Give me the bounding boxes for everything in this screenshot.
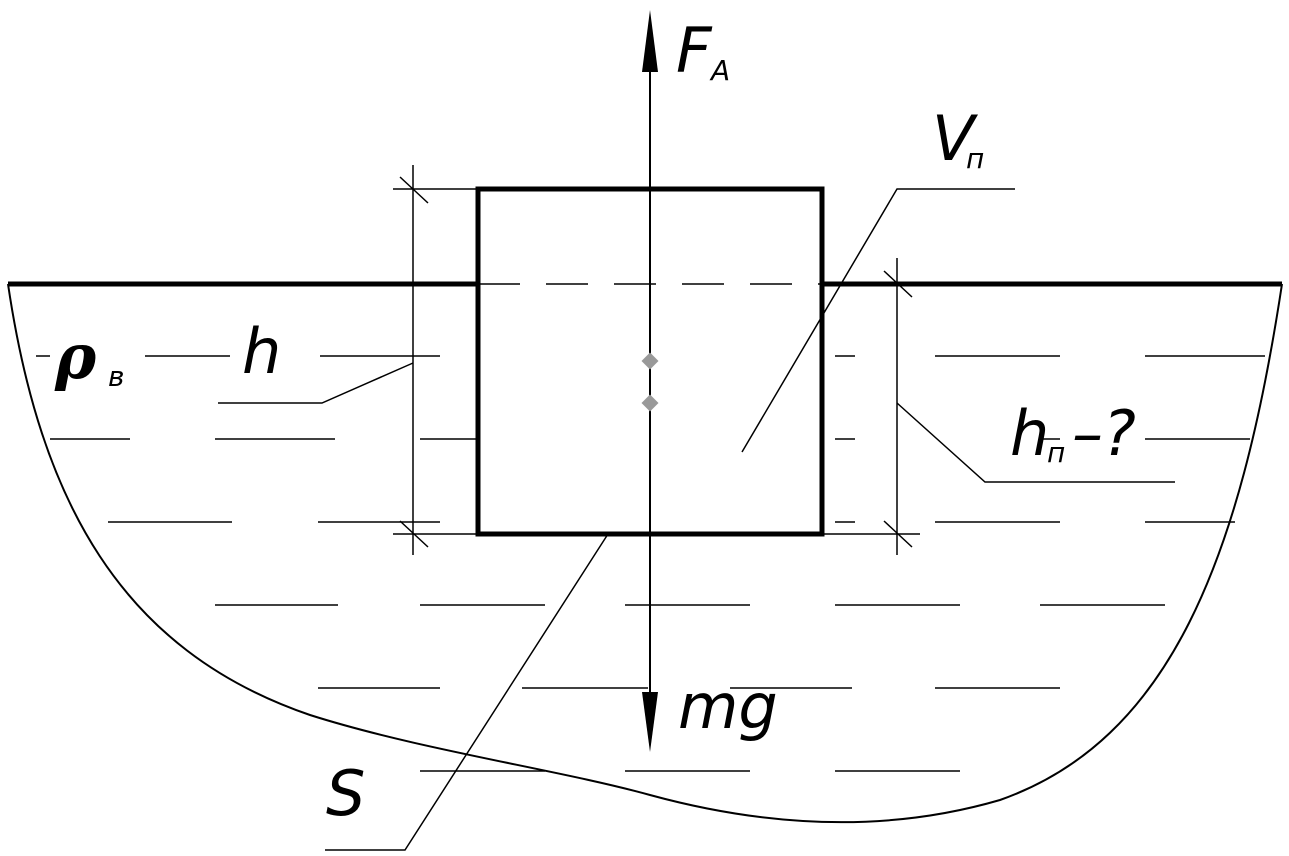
label-submerged-height-sub: п <box>1047 436 1065 469</box>
label-water-density-sub: в <box>108 360 125 393</box>
label-water-density: ρ <box>54 320 97 393</box>
label-buoyant-force: F <box>676 14 713 87</box>
label-block-height: h <box>242 315 281 388</box>
leader-lines <box>218 188 1175 851</box>
gravity-force-arrow <box>642 692 658 752</box>
vessel-outline <box>7 283 1283 824</box>
center-of-buoyancy-marker <box>641 394 659 412</box>
label-base-area: S <box>326 757 365 830</box>
leader-s <box>325 533 609 851</box>
leader-vp <box>741 188 1015 453</box>
dimension-hp <box>822 258 920 555</box>
label-gravity-force: mg <box>678 670 778 743</box>
buoyant-force-arrow <box>642 10 658 72</box>
leader-hp <box>896 402 1175 483</box>
label-submerged-volume-sub: п <box>966 142 984 175</box>
label-submerged-volume: V <box>932 102 979 175</box>
dimension-h <box>393 165 478 555</box>
label-submerged-height-suffix: –? <box>1072 397 1136 470</box>
leader-h <box>218 362 414 404</box>
label-submerged-height: h <box>1010 397 1049 470</box>
label-buoyant-force-sub: A <box>709 54 730 87</box>
water-hatching <box>36 355 1265 772</box>
center-of-mass-marker <box>641 352 659 370</box>
